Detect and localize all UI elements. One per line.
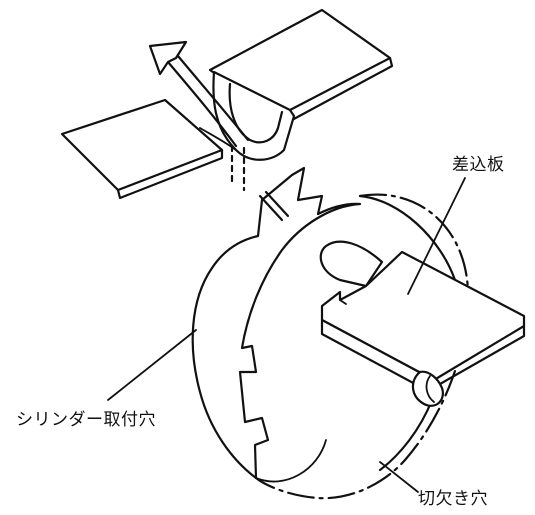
slot-guide-left <box>258 194 284 222</box>
wing-assembly <box>60 8 394 200</box>
left-wing-edge <box>116 148 224 200</box>
insert-plate <box>319 240 526 407</box>
insert-plate-tongue <box>319 240 384 288</box>
mount-plate-inner-edge <box>255 439 327 483</box>
insert-plate-fold-line <box>339 299 347 305</box>
arrow-shaft-inner <box>176 54 250 142</box>
notch-hole-lower-edge <box>378 398 434 472</box>
leader-notch-hole <box>379 461 419 493</box>
direction-arrow <box>148 40 250 148</box>
insert-plate-roll-line <box>425 375 435 403</box>
insert-plate-side-edge <box>438 324 526 386</box>
leader-insert-plate <box>407 177 466 295</box>
label-insert-plate: 差込板 <box>452 155 505 175</box>
mount-plate-outline <box>191 166 362 480</box>
notch-hole-outline <box>254 193 470 500</box>
slot-guide-right <box>264 190 290 218</box>
left-wing-sheet <box>60 98 224 192</box>
label-cylinder-mount-hole: シリンダー取付穴 <box>16 410 156 430</box>
label-notch-hole: 切欠き穴 <box>418 489 488 509</box>
insert-plate-rolled-end <box>411 370 444 407</box>
leader-cylinder-mount-hole <box>107 329 197 401</box>
notch-hole-ring <box>254 193 470 500</box>
channel-inner <box>228 82 284 144</box>
notch-hole-rear-edge <box>358 194 457 282</box>
mount-plate <box>191 166 362 483</box>
right-wing-edge <box>290 56 394 122</box>
arrow-head <box>148 40 188 76</box>
arrow-shaft-outer <box>166 60 238 148</box>
